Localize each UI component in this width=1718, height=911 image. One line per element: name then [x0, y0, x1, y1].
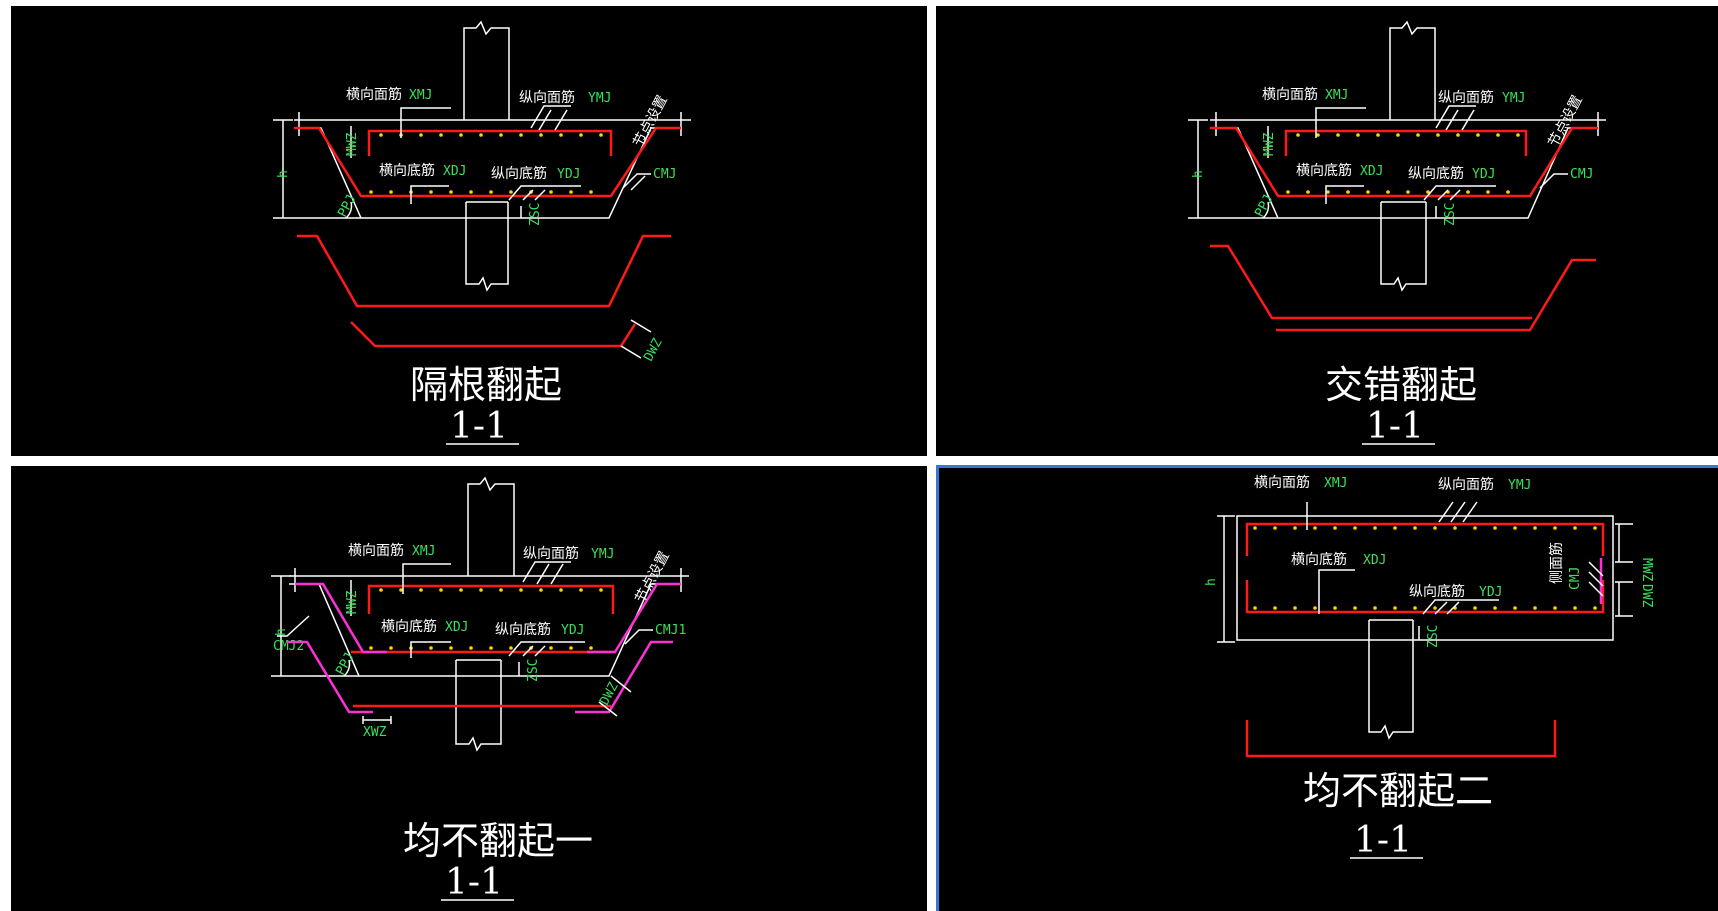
top-rebar	[1245, 522, 1605, 556]
label-ydj-code: YDJ	[561, 623, 584, 638]
panel-4-no-bend-two[interactable]: 横向面筋 XMJ 横向底筋 XDJ 纵向底筋 YDJ 侧面筋 CMJ MWZ D…	[936, 465, 1718, 911]
label-dwz: DWZ	[1639, 584, 1654, 608]
label-h: h	[274, 628, 289, 636]
column-bottom	[465, 202, 509, 292]
label-zsc: ZSC	[528, 203, 543, 226]
column-bottom	[1380, 202, 1427, 292]
panel-1-alternate-bent[interactable]: 横向面筋 XMJ 纵向面筋 YMJ 横向底筋 XDJ 纵向底筋 YDJ 节点设置…	[11, 6, 927, 456]
caption-1: 隔根翻起	[410, 363, 562, 407]
section-3: 1-1	[445, 862, 503, 903]
caption-4: 均不翻起二	[1303, 769, 1493, 813]
label-xdj-cn: 横向底筋	[379, 162, 435, 179]
label-ydj-cn: 纵向底筋	[1408, 165, 1464, 182]
label-node: 节点设置	[632, 549, 672, 606]
label-xmj-cn: 横向面筋	[348, 542, 404, 559]
sep-side-rebar-right	[575, 640, 673, 714]
sep-rebar	[1245, 720, 1557, 758]
label-ymj-cn: 纵向面筋	[1438, 89, 1494, 106]
rebar-dots-4	[1253, 526, 1597, 610]
label-zsc: ZSC	[1426, 625, 1441, 648]
label-mwz: MWZ	[345, 132, 360, 156]
rebar-dots-1	[369, 133, 603, 194]
side-rebar-left	[295, 582, 387, 654]
side-rebar-right	[587, 582, 681, 654]
label-ymj-cn: 纵向面筋	[519, 89, 575, 106]
column-top	[463, 20, 510, 120]
label-node: 节点设置	[630, 93, 670, 150]
label-xdj-code: XDJ	[443, 164, 466, 179]
label-dwz: DWZ	[597, 680, 621, 708]
label-xwz: XWZ	[363, 725, 387, 740]
stagger-rebar-a	[1210, 244, 1532, 320]
bent-rebar-b	[350, 321, 637, 348]
section-4: 1-1	[1354, 820, 1412, 861]
caption-2: 交错翻起	[1325, 363, 1477, 407]
label-xdj-cn: 横向底筋	[1291, 551, 1347, 568]
label-side-cn: 侧面筋	[1548, 542, 1565, 584]
label-node: 节点设置	[1545, 93, 1585, 150]
label-xdj-cn: 横向底筋	[1296, 162, 1352, 179]
panel-2-staggered-bent[interactable]: 横向面筋 XMJ 纵向面筋 YMJ 横向底筋 XDJ 纵向底筋 YDJ 节点设置…	[936, 6, 1718, 456]
top-rebar	[1284, 129, 1528, 156]
label-xdj-code: XDJ	[1363, 553, 1386, 568]
column-top	[467, 476, 515, 576]
top-rebar	[367, 584, 615, 614]
label-ydj-cn: 纵向底筋	[1409, 583, 1465, 600]
label-xmj-cn: 横向面筋	[346, 86, 402, 103]
drawing-2: 横向面筋 XMJ 纵向面筋 YMJ 横向底筋 XDJ 纵向底筋 YDJ 节点设置…	[1188, 20, 1606, 447]
label-h: h	[276, 170, 291, 178]
label-ydj-cn: 纵向底筋	[491, 165, 547, 182]
section-1: 1-1	[450, 406, 508, 447]
label-zsc: ZSC	[526, 659, 541, 682]
label-xmj-code: XMJ	[412, 544, 435, 559]
rebar-dots-2	[1286, 133, 1520, 194]
column-top	[1389, 20, 1436, 120]
bent-rebar-a	[297, 234, 671, 308]
label-h: h	[1204, 578, 1219, 586]
stagger-rebar-b	[1276, 258, 1596, 332]
section-2: 1-1	[1366, 406, 1424, 447]
caption-3: 均不翻起一	[403, 819, 593, 863]
bottom-rebar	[1210, 126, 1598, 198]
column-bottom	[1368, 620, 1414, 740]
label-ymj-code: YMJ	[591, 547, 614, 562]
label-xmj-code: XMJ	[409, 88, 432, 103]
bottom-rebar	[294, 126, 681, 198]
foundation-block	[1236, 515, 1614, 641]
drawing-1: 横向面筋 XMJ 纵向面筋 YMJ 横向底筋 XDJ 纵向底筋 YDJ 节点设置…	[273, 20, 691, 447]
label-xmj-cn: 横向面筋	[1262, 86, 1318, 103]
top-rebar	[367, 129, 613, 156]
drawing-4: 横向面筋 XMJ 横向底筋 XDJ 纵向底筋 YDJ 侧面筋 CMJ MWZ D…	[1204, 501, 1654, 861]
panel-3-no-bend-one[interactable]: 横向面筋 XMJ 纵向面筋 YMJ 横向底筋 XDJ 纵向底筋 YDJ 节点设置…	[11, 466, 927, 911]
label-cmj: CMJ	[653, 167, 676, 182]
label-ymj-code: YMJ	[588, 91, 611, 106]
label-xdj-code: XDJ	[1360, 164, 1383, 179]
label-ydj-code: YDJ	[1472, 167, 1495, 182]
label-ymj-code: YMJ	[1502, 91, 1525, 106]
label-xmj-code: XMJ	[1325, 88, 1348, 103]
label-ydj-code: YDJ	[1479, 585, 1502, 600]
rebar-dots-3	[369, 588, 603, 650]
label-cmj: CMJ	[1568, 567, 1583, 590]
label-mwz: MWZ	[345, 590, 360, 614]
label-cmj: CMJ	[1570, 167, 1593, 182]
label-ydj-cn: 纵向底筋	[495, 621, 551, 638]
sep-side-rebar-left	[287, 640, 373, 714]
label-mwz: MWZ	[1262, 132, 1277, 156]
drawing-3: 横向面筋 XMJ 纵向面筋 YMJ 横向底筋 XDJ 纵向底筋 YDJ 节点设置…	[271, 476, 689, 903]
label-cmj1: CMJ1	[655, 623, 686, 638]
label-xdj-code: XDJ	[445, 620, 468, 635]
label-dwz: DWZ	[641, 336, 665, 364]
label-ymj-cn: 纵向面筋	[523, 545, 579, 562]
label-h: h	[1191, 170, 1206, 178]
label-xdj-cn: 横向底筋	[381, 618, 437, 635]
label-ydj-code: YDJ	[557, 167, 580, 182]
label-mwz: MWZ	[1639, 558, 1654, 582]
label-zsc: ZSC	[1443, 203, 1458, 226]
column-bottom	[455, 660, 502, 752]
